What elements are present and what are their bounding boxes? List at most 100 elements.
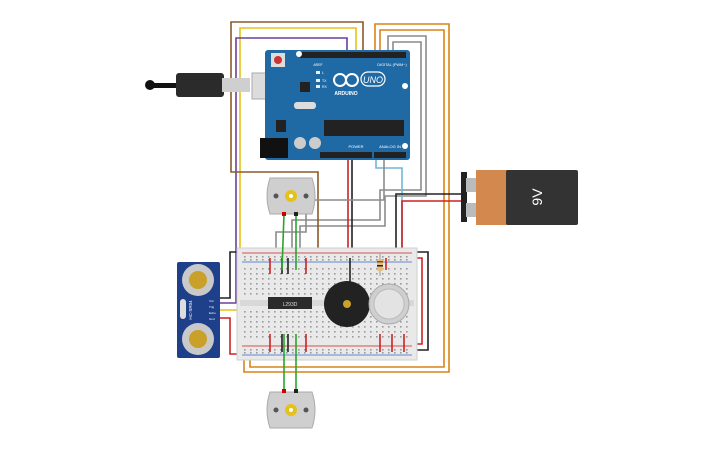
breadboard-hole <box>286 293 288 295</box>
breadboard-hole <box>292 316 294 318</box>
breadboard-hole <box>304 352 306 354</box>
gas-sensor[interactable] <box>368 283 410 325</box>
breadboard-hole <box>280 349 282 351</box>
breadboard-hole <box>358 326 360 328</box>
breadboard-hole <box>304 288 306 290</box>
breadboard-hole <box>256 278 258 280</box>
breadboard-hole <box>352 259 354 261</box>
wire-purple[interactable] <box>220 37 348 304</box>
breadboard-hole <box>406 259 408 261</box>
breadboard-hole <box>298 352 300 354</box>
battery-9v[interactable]: 9V <box>461 170 578 225</box>
breadboard-hole <box>256 293 258 295</box>
breadboard-hole <box>328 288 330 290</box>
breadboard-hole <box>274 293 276 295</box>
breadboard-hole <box>262 293 264 295</box>
breadboard-hole <box>370 336 372 338</box>
breadboard-hole <box>322 283 324 285</box>
capacitor-2 <box>309 137 321 149</box>
breadboard-hole <box>382 278 384 280</box>
breadboard-hole <box>292 278 294 280</box>
breadboard-hole <box>334 331 336 333</box>
breadboard-hole <box>292 331 294 333</box>
breadboard-hole <box>358 331 360 333</box>
breadboard-hole <box>310 273 312 275</box>
motor-bottom-terminal-1 <box>282 389 286 393</box>
breadboard-hole <box>310 349 312 351</box>
breadboard-hole <box>268 278 270 280</box>
breadboard-hole <box>262 273 264 275</box>
breadboard-hole <box>250 331 252 333</box>
resistor[interactable] <box>377 254 383 276</box>
breadboard-hole <box>262 321 264 323</box>
wire-orange-2[interactable] <box>249 29 445 368</box>
dc-motor-top[interactable] <box>266 177 316 271</box>
breadboard-hole <box>304 311 306 313</box>
breadboard-hole <box>322 352 324 354</box>
dc-jack[interactable] <box>260 138 288 158</box>
breadboard-hole <box>322 256 324 258</box>
battery-terminal-bottom <box>466 203 476 217</box>
breadboard-hole <box>262 278 264 280</box>
breadboard-hole <box>292 311 294 313</box>
wire-brown[interactable] <box>230 21 364 252</box>
breadboard-hole <box>388 259 390 261</box>
motor-driver-ic[interactable]: L293D <box>268 297 312 309</box>
breadboard-hole <box>268 256 270 258</box>
breadboard-hole <box>400 273 402 275</box>
breadboard-hole <box>244 288 246 290</box>
breadboard-hole <box>334 352 336 354</box>
arduino-uno-board[interactable]: UNO ARDUINO DIGITAL (PWM~) AREF TX RX L … <box>145 50 410 160</box>
breadboard-hole <box>364 326 366 328</box>
breadboard-hole <box>352 352 354 354</box>
breadboard-hole <box>256 316 258 318</box>
breadboard-hole <box>274 268 276 270</box>
breadboard-hole <box>244 331 246 333</box>
breadboard-hole <box>376 326 378 328</box>
breadboard-hole <box>334 268 336 270</box>
breadboard-hole <box>370 352 372 354</box>
breadboard-hole <box>268 268 270 270</box>
breadboard-hole <box>292 256 294 258</box>
breadboard-hole <box>382 349 384 351</box>
breadboard-hole <box>298 321 300 323</box>
ultrasonic-sensor[interactable]: HC-SR04 Vcc Trig Echo Gnd <box>177 262 220 358</box>
breadboard-hole <box>274 349 276 351</box>
voltage-regulator <box>276 120 286 132</box>
wire-gray-1[interactable] <box>299 35 427 252</box>
wire-yellow[interactable] <box>220 27 357 311</box>
digital-header <box>300 52 406 58</box>
breadboard-hole <box>352 273 354 275</box>
breadboard-hole <box>256 256 258 258</box>
wire-black-left[interactable] <box>220 251 242 299</box>
breadboard-hole <box>322 336 324 338</box>
breadboard-hole <box>298 349 300 351</box>
breadboard-hole <box>256 331 258 333</box>
breadboard-hole <box>256 311 258 313</box>
breadboard-hole <box>340 349 342 351</box>
breadboard-hole <box>316 256 318 258</box>
breadboard-hole <box>388 336 390 338</box>
wire-orange-1[interactable] <box>243 23 450 373</box>
wire-gray-3[interactable] <box>275 160 385 262</box>
breadboard-hole <box>322 268 324 270</box>
uno-logo-text: UNO <box>363 75 383 85</box>
breadboard-hole <box>280 321 282 323</box>
breadboard-hole <box>256 283 258 285</box>
breadboard-hole <box>262 283 264 285</box>
breadboard-hole <box>292 268 294 270</box>
piezo-buzzer[interactable] <box>324 281 370 327</box>
usb-plug-body[interactable] <box>176 73 224 97</box>
breadboard-hole <box>406 326 408 328</box>
dc-motor-bottom[interactable] <box>266 334 316 429</box>
breadboard-hole <box>376 259 378 261</box>
breadboard-hole <box>376 321 378 323</box>
breadboard-hole <box>274 288 276 290</box>
breadboard-hole <box>400 259 402 261</box>
breadboard-hole <box>406 278 408 280</box>
breadboard-hole <box>262 331 264 333</box>
breadboard-hole <box>268 349 270 351</box>
breadboard-hole <box>352 336 354 338</box>
